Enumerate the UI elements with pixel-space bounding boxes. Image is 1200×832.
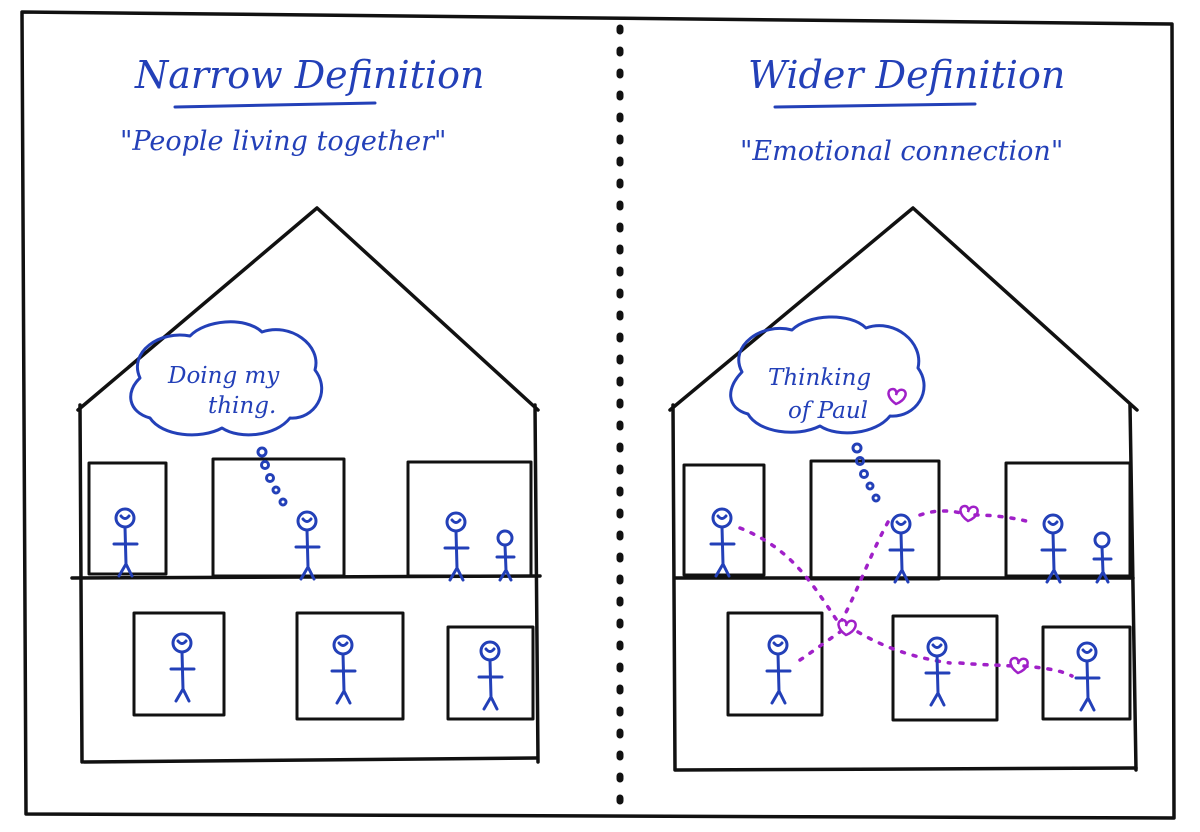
right-panel: Wider Definition "Emotional connection" — [668, 53, 1139, 772]
left-panel: Narrow Definition "People living togethe… — [70, 53, 542, 764]
window — [132, 611, 226, 717]
left-title-underline — [173, 101, 377, 109]
page-frame — [20, 10, 1176, 820]
window — [406, 460, 533, 578]
right-subtitle: "Emotional connection" — [740, 136, 1063, 167]
right-bubble-line2: of Paul — [788, 398, 868, 424]
window — [446, 625, 535, 721]
right-bubble-line1: Thinking — [768, 365, 871, 391]
stick-figure-icon — [330, 634, 357, 705]
stick-figure-icon — [495, 529, 516, 582]
thought-bubble-icon — [129, 320, 324, 507]
window — [295, 611, 405, 721]
left-bubble-line1: Doing my — [167, 363, 280, 389]
stick-figure-icon — [477, 640, 504, 711]
stick-figure-icon — [294, 510, 321, 581]
stick-figure-icon — [1040, 513, 1067, 584]
left-house — [70, 206, 542, 764]
window — [87, 461, 168, 576]
thought-bubble-icon — [729, 315, 926, 503]
window — [211, 457, 346, 578]
stick-figure-icon — [169, 632, 196, 703]
left-bubble-line2: thing. — [208, 393, 276, 419]
right-title-underline — [773, 102, 977, 109]
heart-icon — [887, 387, 907, 406]
right-house — [668, 206, 1139, 772]
left-title: Narrow Definition — [134, 53, 484, 97]
stick-figure-icon — [1074, 641, 1101, 712]
window — [1004, 461, 1132, 578]
window — [682, 463, 766, 577]
window — [809, 459, 941, 581]
stick-figure-icon — [924, 636, 951, 707]
stick-figure-icon — [112, 507, 139, 578]
stick-figure-icon — [765, 634, 792, 705]
stick-figure-icon — [443, 511, 470, 582]
emotional-connections — [738, 509, 1074, 678]
stick-figure-icon — [709, 507, 736, 578]
window — [1041, 625, 1132, 721]
window — [891, 614, 999, 722]
left-subtitle: "People living together" — [120, 126, 446, 157]
right-title: Wider Definition — [748, 53, 1065, 97]
window — [726, 611, 824, 717]
stick-figure-icon — [888, 513, 915, 584]
